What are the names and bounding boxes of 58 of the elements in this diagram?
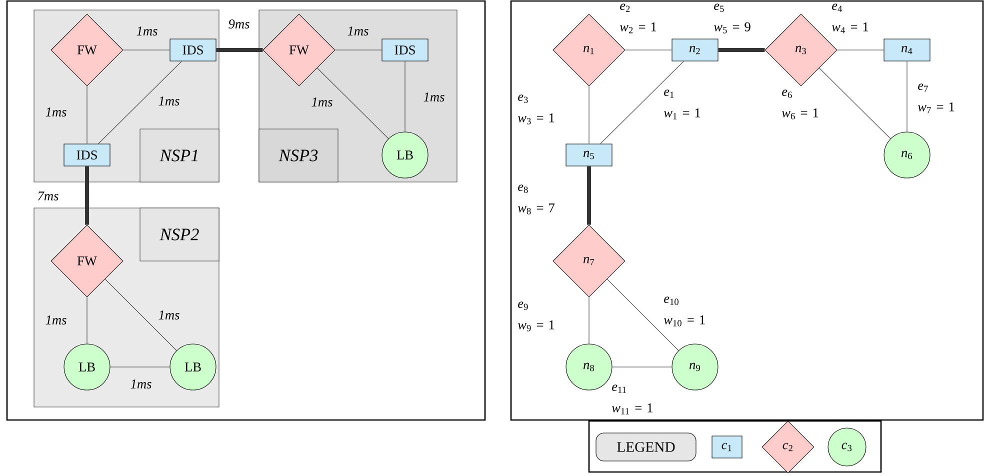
- edge-label: e$_{7}$ w$_{7}$ = 1: [918, 84, 954, 114]
- connector-line: [600, 61, 684, 144]
- connector-line: [86, 86, 88, 144]
- circle-node: n$_{9}$: [672, 344, 718, 390]
- edge-label: 1ms: [46, 316, 66, 324]
- box-node: n$_{2}$: [672, 38, 718, 62]
- edge-label: 9ms: [228, 20, 250, 28]
- connector-line: [818, 68, 891, 139]
- connector-line: [216, 48, 263, 52]
- connector-line: [906, 61, 908, 132]
- edge-label: 1ms: [158, 96, 180, 106]
- edge-label: 1ms: [136, 26, 158, 36]
- connector-line: [85, 166, 89, 225]
- connector-line: [86, 297, 88, 344]
- connector-line: [98, 61, 182, 144]
- connector-line: [104, 278, 177, 351]
- circle-node: n$_{6}$: [884, 132, 930, 178]
- circle-node: LB: [170, 344, 216, 390]
- box-node: IDS: [64, 144, 110, 166]
- region-label-box: NSP3: [258, 128, 338, 182]
- box-node: IDS: [382, 38, 428, 62]
- edge-label: e$_{1}$ w$_{1}$ = 1: [664, 90, 700, 120]
- edge-label: e$_{3}$ w$_{3}$ = 1: [518, 94, 554, 124]
- diamond-node: n$_{7}$: [552, 224, 626, 298]
- edge-label: e$_{8}$ w$_{8}$ = 7: [518, 184, 555, 214]
- edge-label: 1ms: [312, 98, 332, 106]
- diamond-node: FW: [50, 224, 124, 298]
- circle-node: LB: [382, 132, 428, 178]
- edge-label: 7ms: [38, 192, 58, 200]
- connector-line: [606, 278, 679, 351]
- connector-line: [316, 68, 389, 139]
- connector-line: [718, 48, 765, 52]
- region-label-box: NSP2: [140, 208, 220, 262]
- edge-label: e$_{10}$ w$_{10}$ = 1: [664, 296, 705, 326]
- edge-label: 1ms: [130, 380, 152, 388]
- diamond-node: FW: [50, 14, 124, 86]
- connector-line: [404, 61, 406, 132]
- edge-label: 1ms: [46, 108, 66, 116]
- circle-node: n$_{8}$: [566, 344, 612, 390]
- legend-title: LEGEND: [596, 432, 696, 462]
- connector-line: [588, 297, 590, 344]
- diamond-node: FW: [262, 14, 336, 86]
- box-node: IDS: [170, 38, 216, 62]
- box-node: n$_{5}$: [566, 144, 612, 166]
- edge-label: e$_{9}$ w$_{9}$ = 1: [518, 302, 554, 332]
- connector-line: [587, 166, 591, 225]
- edge-label: 1ms: [424, 92, 444, 102]
- edge-label: 1ms: [348, 26, 368, 36]
- region-label-box: NSP1: [140, 128, 220, 182]
- circle-node: LB: [64, 344, 110, 390]
- connector-line: [110, 366, 170, 368]
- connector-line: [612, 366, 672, 368]
- edge-label: e$_{5}$ w$_{5}$ = 9: [714, 4, 750, 34]
- edge-label: e$_{6}$ w$_{6}$ = 1: [782, 90, 818, 120]
- box-node: n$_{4}$: [884, 38, 930, 62]
- edge-label: e$_{11}$ w$_{11}$ = 1: [612, 384, 652, 414]
- connector-line: [588, 86, 590, 144]
- edge-label: 1ms: [158, 310, 180, 320]
